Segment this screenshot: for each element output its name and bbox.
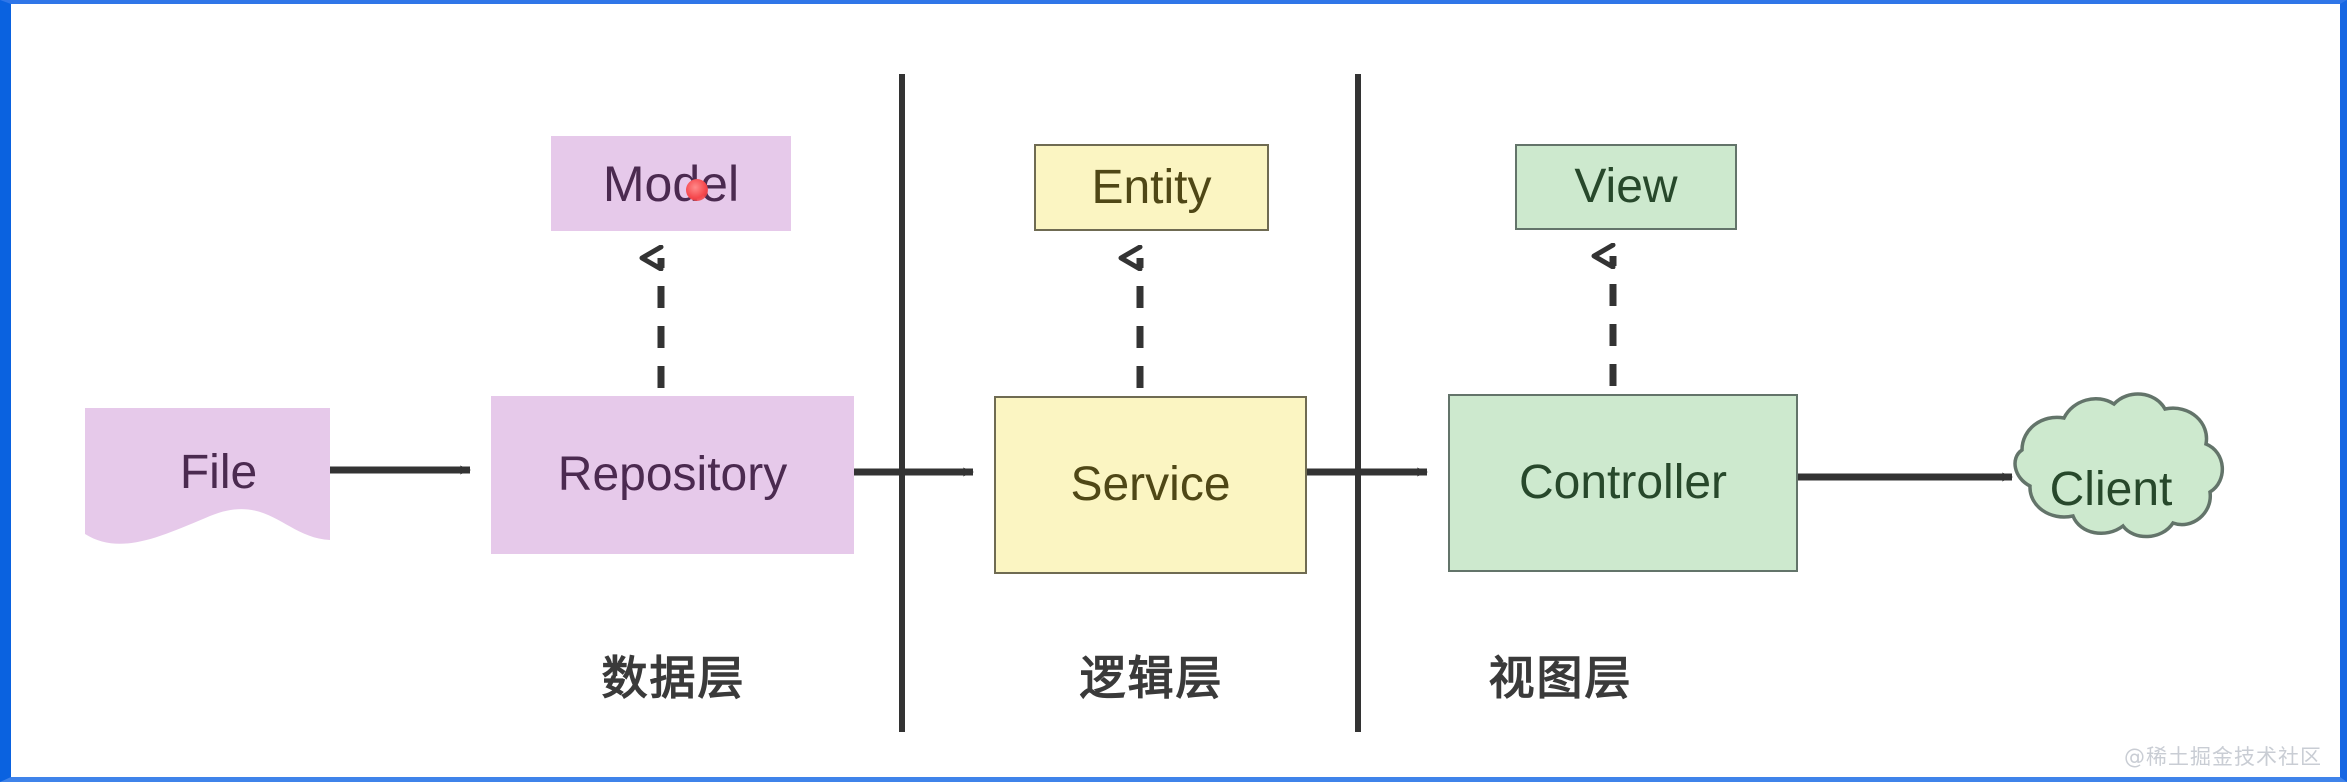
layer-caption-view: 视图层 (1488, 651, 1633, 705)
node-repository-label: Repository (557, 448, 788, 501)
file-shape (85, 408, 330, 544)
node-repository[interactable]: Repository (491, 396, 854, 554)
node-model-label: Model (602, 155, 740, 212)
node-view[interactable]: View (1515, 144, 1737, 230)
node-entity-label: Entity (1091, 160, 1212, 214)
node-entity[interactable]: Entity (1034, 144, 1269, 231)
node-view-label: View (1574, 160, 1678, 213)
layer-caption-data: 数据层 (601, 651, 746, 705)
client-cloud-shape (2013, 392, 2225, 539)
node-service-label: Service (1070, 458, 1231, 511)
watermark: @稀土掘金技术社区 (2124, 745, 2322, 769)
node-controller[interactable]: Controller (1448, 394, 1798, 572)
node-service[interactable]: Service (994, 396, 1307, 574)
layer-caption-logic: 逻辑层 (1079, 651, 1224, 705)
node-model[interactable]: Model (551, 136, 791, 231)
diagram-stage: File Client Model Repository Entity Serv… (11, 4, 2340, 777)
node-controller-label: Controller (1518, 456, 1728, 509)
